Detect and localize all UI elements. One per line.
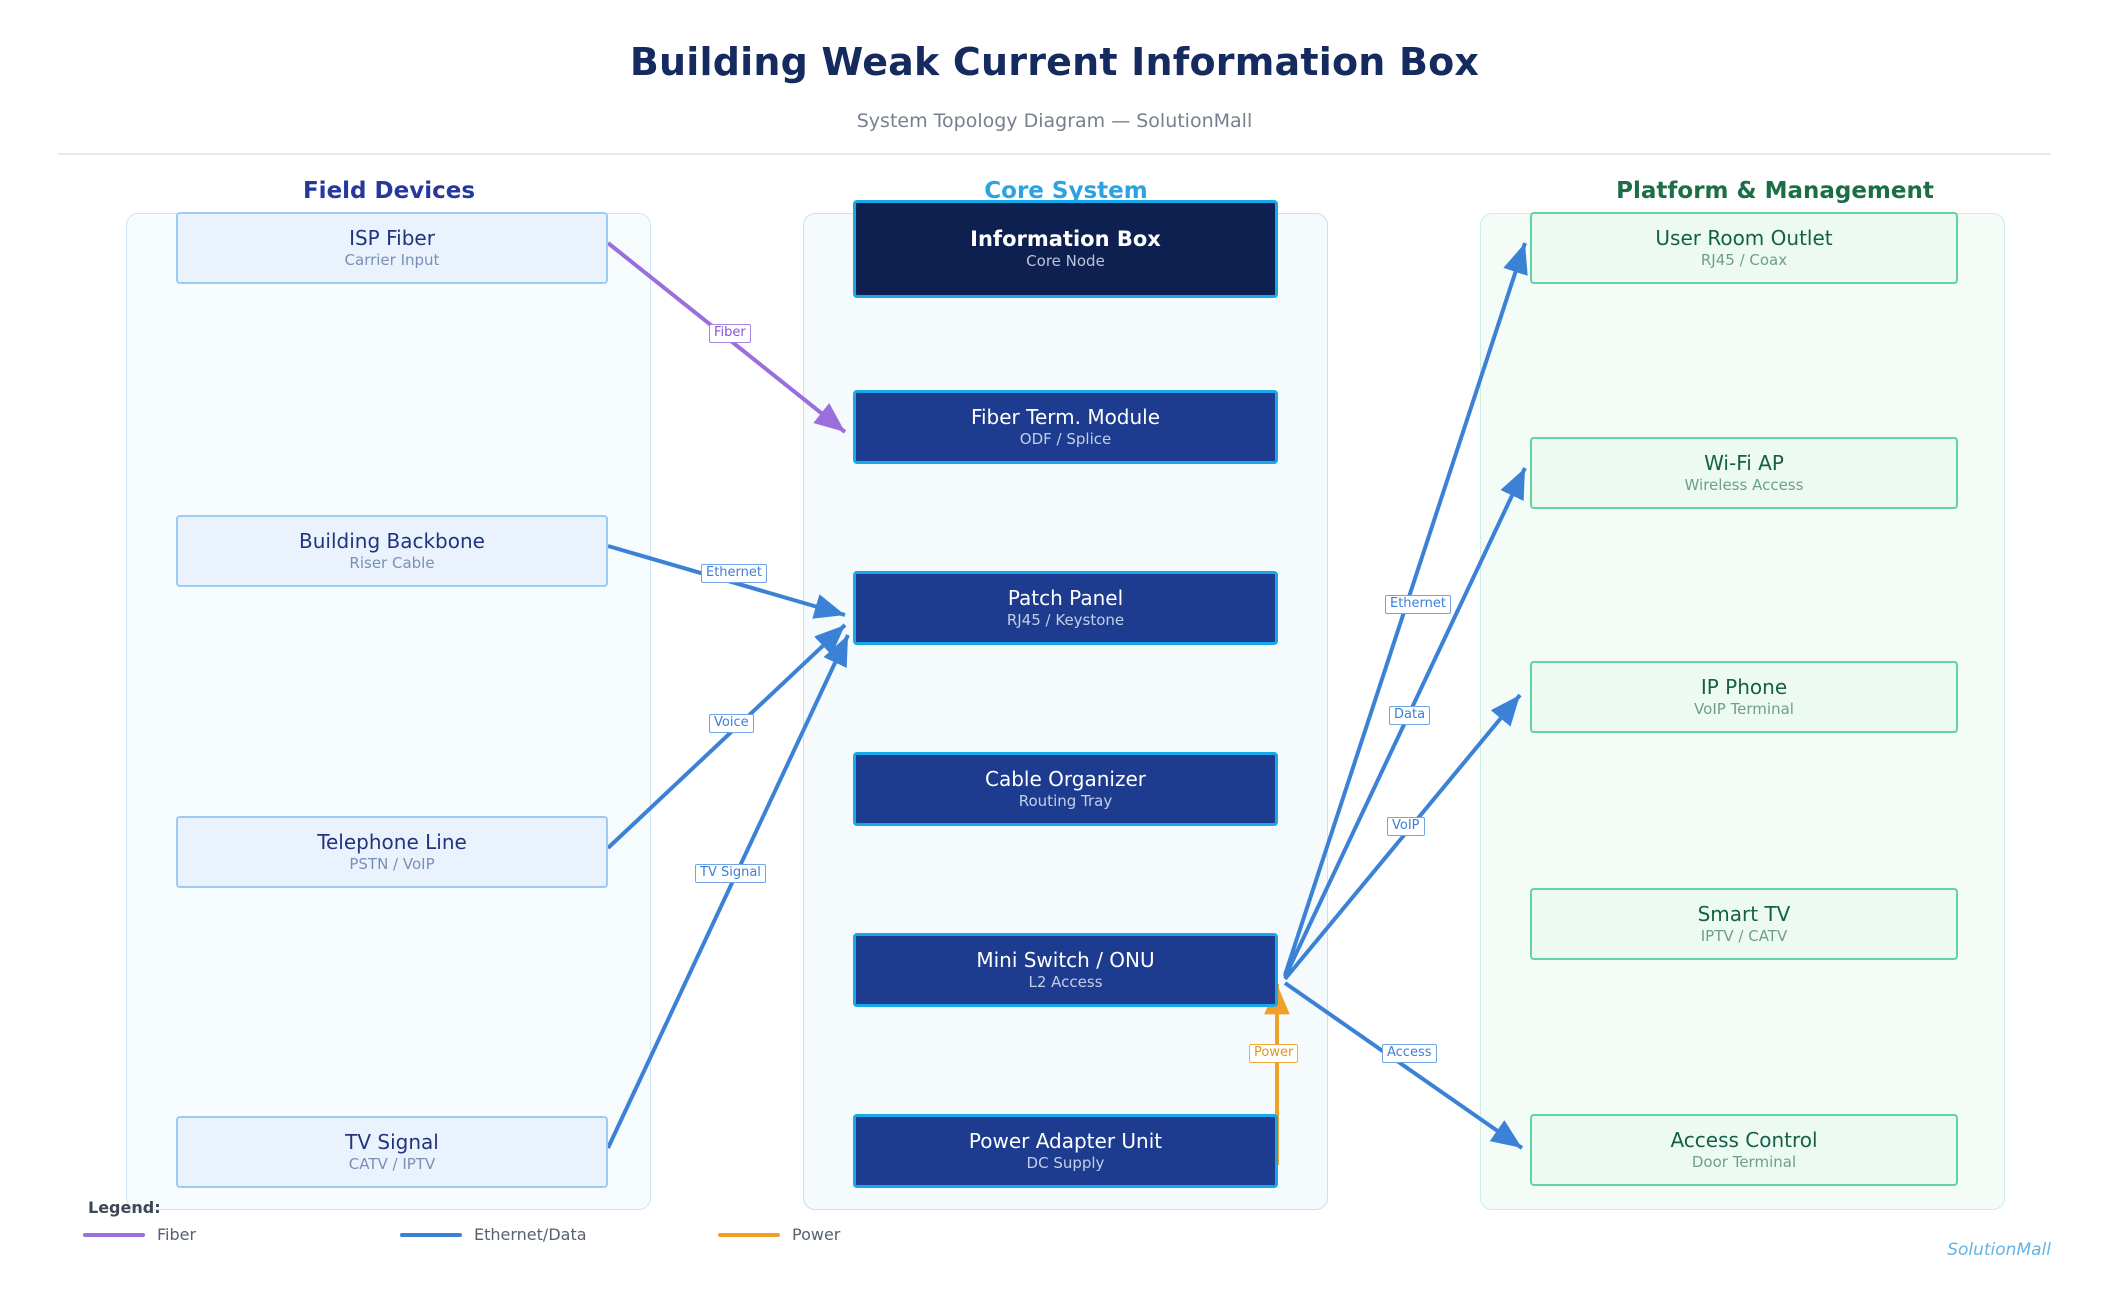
- node-subtitle: Wireless Access: [1684, 475, 1804, 494]
- node-title: User Room Outlet: [1655, 226, 1833, 251]
- legend-item-fiber: Fiber: [83, 1225, 196, 1244]
- node-subtitle: CATV / IPTV: [348, 1154, 436, 1173]
- node-subtitle: VoIP Terminal: [1694, 699, 1794, 718]
- legend-label-ethernet: Ethernet/Data: [474, 1225, 587, 1244]
- lane-title-core: Core System: [984, 178, 1148, 204]
- node-fiber-term-module[interactable]: Fiber Term. Module ODF / Splice: [853, 390, 1278, 464]
- edge-label-ethernet-outlet: Ethernet: [1385, 595, 1451, 615]
- legend-swatch-fiber: [83, 1232, 145, 1237]
- node-subtitle: Riser Cable: [349, 553, 435, 572]
- legend-swatch-power: [718, 1232, 780, 1237]
- node-title: Fiber Term. Module: [970, 405, 1161, 430]
- node-telephone-line[interactable]: Telephone Line PSTN / VoIP: [176, 816, 608, 888]
- node-building-backbone[interactable]: Building Backbone Riser Cable: [176, 515, 608, 587]
- node-power-adapter-unit[interactable]: Power Adapter Unit DC Supply: [853, 1114, 1278, 1188]
- node-title: Building Backbone: [299, 529, 485, 554]
- lane-band-core: [803, 213, 1328, 1210]
- legend-item-ethernet: Ethernet/Data: [400, 1225, 587, 1244]
- legend-label-fiber: Fiber: [157, 1225, 197, 1244]
- node-user-room-outlet[interactable]: User Room Outlet RJ45 / Coax: [1530, 212, 1958, 284]
- node-subtitle: L2 Access: [1028, 972, 1103, 991]
- edge-label-voice: Voice: [709, 714, 754, 734]
- legend-title: Legend:: [88, 1198, 161, 1217]
- edge-label-power: Power: [1249, 1044, 1299, 1064]
- header-divider: [58, 153, 2051, 155]
- node-subtitle: PSTN / VoIP: [349, 854, 435, 873]
- node-information-box[interactable]: Information Box Core Node: [853, 200, 1278, 298]
- edge-label-voip: VoIP: [1387, 817, 1425, 837]
- lane-band-field: [126, 213, 651, 1210]
- node-mini-switch-onu[interactable]: Mini Switch / ONU L2 Access: [853, 933, 1278, 1007]
- edge-label-data: Data: [1389, 706, 1431, 726]
- edge-label-ethernet-backbone: Ethernet: [701, 564, 767, 584]
- node-title: Cable Organizer: [985, 767, 1146, 792]
- node-subtitle: RJ45 / Coax: [1700, 250, 1788, 269]
- node-subtitle: RJ45 / Keystone: [1006, 610, 1125, 629]
- node-subtitle: IPTV / CATV: [1700, 926, 1788, 945]
- node-title: Mini Switch / ONU: [976, 948, 1155, 973]
- lane-title-field: Field Devices: [302, 178, 476, 204]
- node-smart-tv[interactable]: Smart TV IPTV / CATV: [1530, 888, 1958, 960]
- node-isp-fiber[interactable]: ISP Fiber Carrier Input: [176, 212, 608, 284]
- node-subtitle: Core Node: [1026, 252, 1105, 271]
- node-ip-phone[interactable]: IP Phone VoIP Terminal: [1530, 661, 1958, 733]
- node-title: TV Signal: [345, 1130, 439, 1155]
- node-subtitle: Routing Tray: [1018, 791, 1113, 810]
- edge-label-tv-signal: TV Signal: [695, 864, 766, 884]
- legend-label-power: Power: [792, 1225, 841, 1244]
- edge-label-access: Access: [1382, 1044, 1437, 1064]
- node-cable-organizer[interactable]: Cable Organizer Routing Tray: [853, 752, 1278, 826]
- edge-label-fiber: Fiber: [709, 324, 751, 344]
- node-subtitle: DC Supply: [1026, 1153, 1105, 1172]
- node-subtitle: Door Terminal: [1691, 1152, 1797, 1171]
- legend-item-power: Power: [718, 1225, 840, 1244]
- legend-swatch-ethernet: [400, 1232, 462, 1237]
- watermark: SolutionMall: [1947, 1240, 2051, 1260]
- node-title: Wi-Fi AP: [1704, 451, 1784, 476]
- node-subtitle: Carrier Input: [344, 250, 440, 269]
- node-title: IP Phone: [1700, 675, 1788, 700]
- node-subtitle: ODF / Splice: [1019, 429, 1112, 448]
- page-title: Building Weak Current Information Box: [629, 40, 1480, 84]
- node-title: Power Adapter Unit: [968, 1129, 1163, 1154]
- node-title: Telephone Line: [317, 830, 467, 855]
- lane-title-platform: Platform & Management: [1616, 178, 1934, 204]
- node-wifi-ap[interactable]: Wi-Fi AP Wireless Access: [1530, 437, 1958, 509]
- node-title: Patch Panel: [1007, 586, 1124, 611]
- page-subtitle: System Topology Diagram — SolutionMall: [856, 110, 1253, 132]
- node-title: ISP Fiber: [349, 226, 435, 251]
- node-title: Information Box: [970, 226, 1161, 251]
- node-title: Access Control: [1670, 1128, 1818, 1153]
- node-patch-panel[interactable]: Patch Panel RJ45 / Keystone: [853, 571, 1278, 645]
- node-access-control[interactable]: Access Control Door Terminal: [1530, 1114, 1958, 1186]
- node-tv-signal[interactable]: TV Signal CATV / IPTV: [176, 1116, 608, 1188]
- node-title: Smart TV: [1697, 902, 1791, 927]
